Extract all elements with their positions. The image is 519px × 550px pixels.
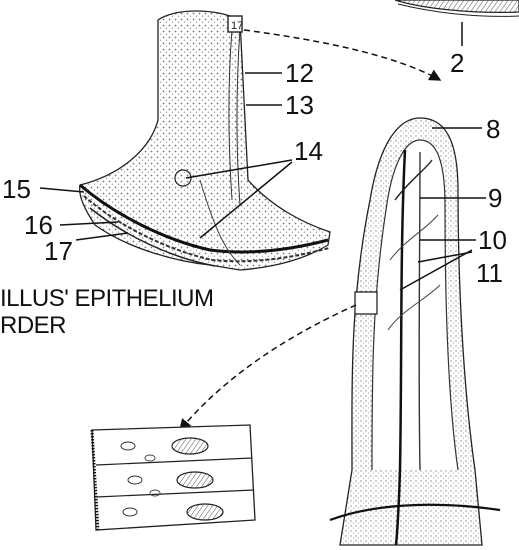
label-15: 15 — [2, 176, 31, 202]
label-12: 12 — [285, 60, 314, 86]
label-2: 2 — [450, 50, 464, 76]
single-villus — [330, 118, 500, 545]
wall-fragment-top-right — [395, 0, 519, 16]
epithelium-detail — [92, 425, 255, 530]
caption-line-2: RDER — [0, 313, 213, 340]
label-13: 13 — [285, 92, 314, 118]
label-10: 10 — [478, 227, 507, 253]
label-9: 9 — [488, 185, 502, 211]
villus-block: 17 — [80, 11, 330, 270]
label-17: 17 — [44, 238, 73, 264]
label-14: 14 — [294, 138, 323, 164]
epithelium-caption: ILLUS' EPITHELIUM RDER — [0, 286, 213, 340]
label-8: 8 — [486, 116, 500, 142]
label-16: 16 — [24, 212, 53, 238]
svg-text:17: 17 — [231, 20, 243, 32]
caption-line-1: ILLUS' EPITHELIUM — [0, 286, 213, 313]
label-11: 11 — [476, 260, 503, 286]
